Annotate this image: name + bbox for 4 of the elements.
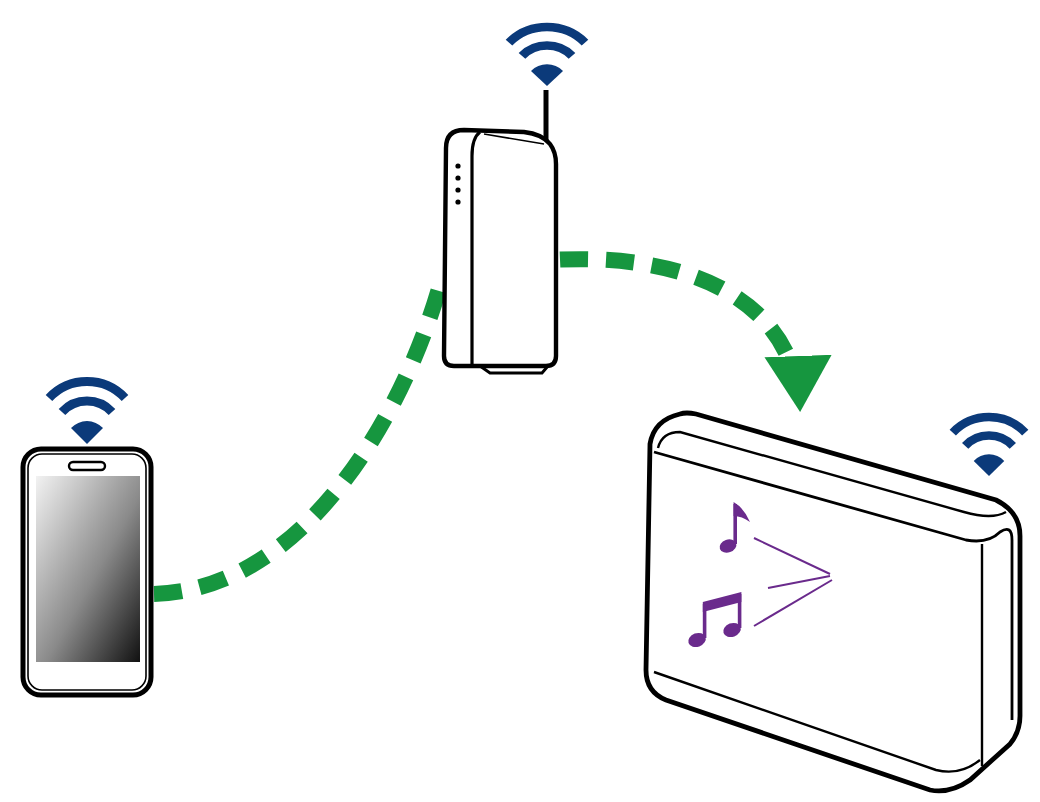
smartphone-picture <box>20 446 154 698</box>
wireless-speaker-picture <box>644 412 1022 794</box>
wifi-router-picture <box>440 88 560 374</box>
dashed-arrow <box>559 251 827 413</box>
